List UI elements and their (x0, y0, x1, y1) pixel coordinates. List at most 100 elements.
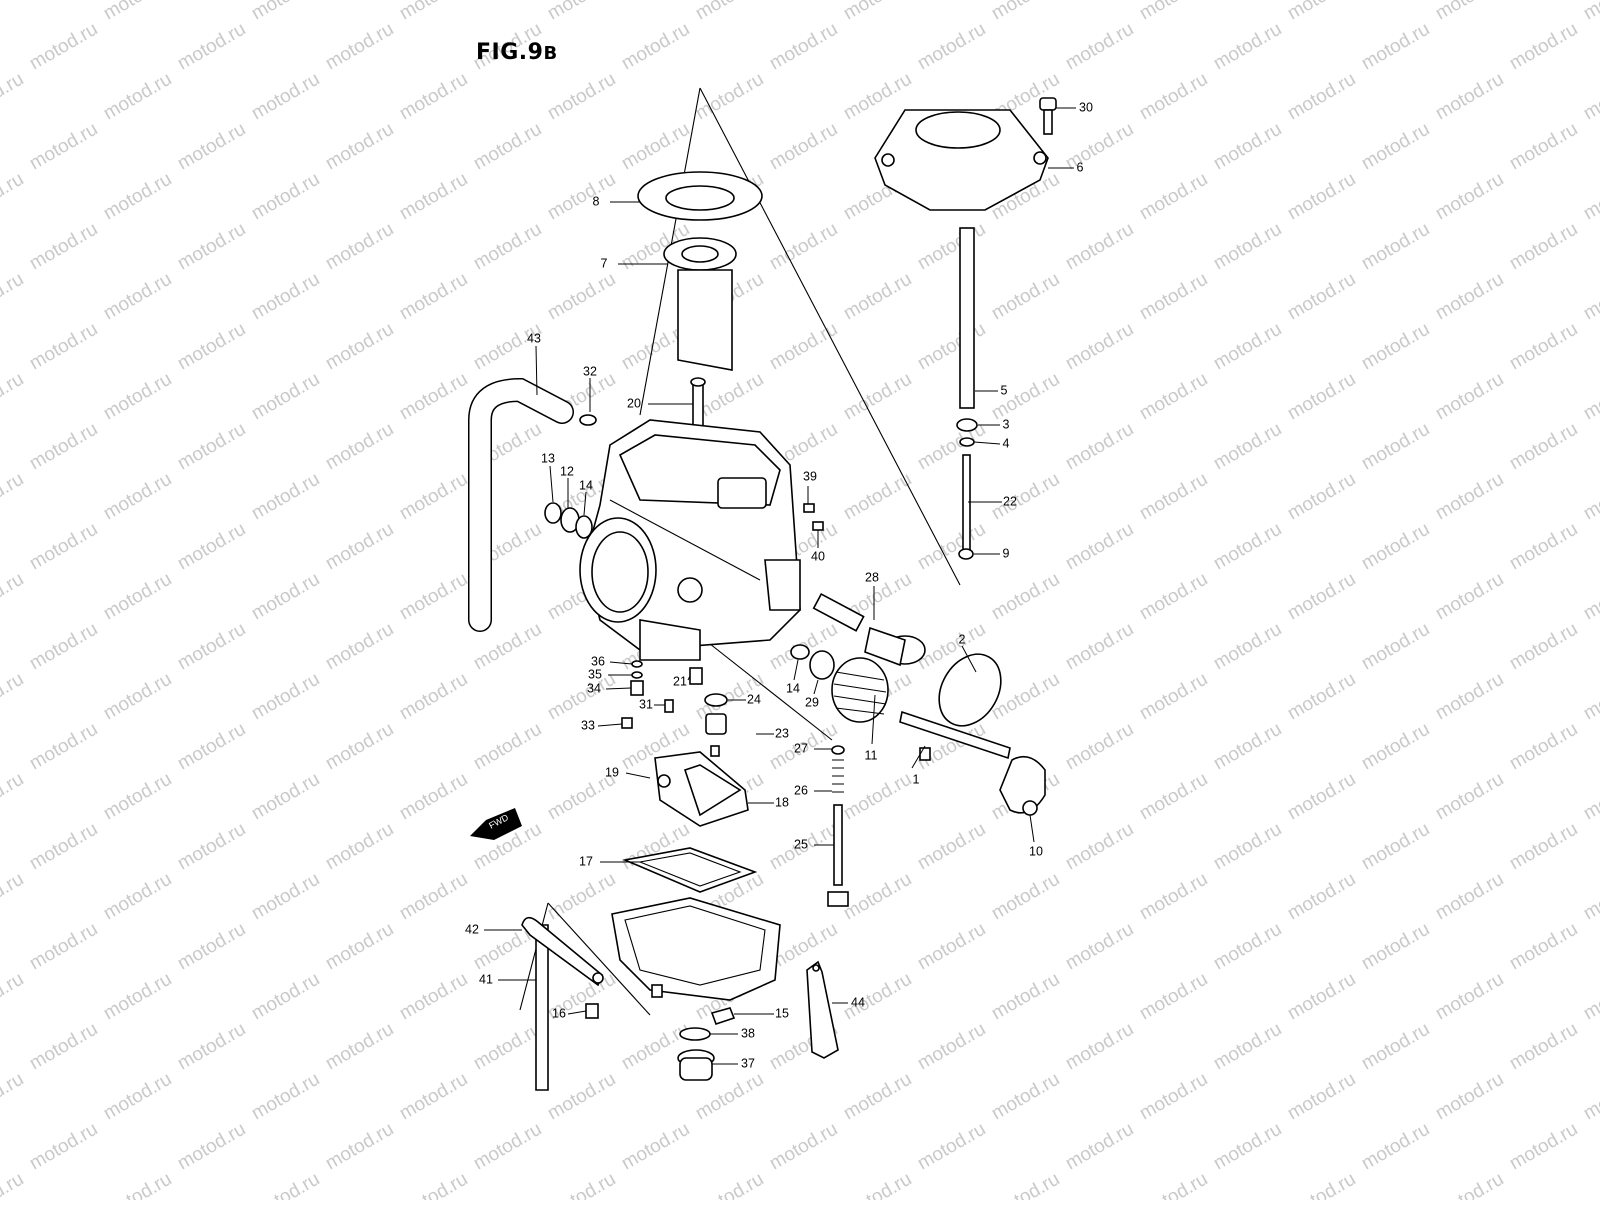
watermark-text: motod.ru (248, 969, 323, 1025)
part-number-label: 35 (588, 667, 602, 681)
part-number-label: 30 (1079, 100, 1093, 114)
watermark-text: motod.ru (1284, 69, 1359, 125)
watermark-text: motod.ru (1506, 1119, 1581, 1175)
jet-parts (704, 693, 728, 757)
watermark-text: motod.ru (248, 869, 323, 925)
diaphragm-part (637, 171, 763, 221)
part-number-label: 3 (1003, 417, 1010, 431)
watermark-text: motod.ru (100, 1069, 175, 1125)
watermark-text: motod.ru (1284, 569, 1359, 625)
leader-line (1029, 814, 1035, 843)
watermark-text: motod.ru (840, 269, 915, 325)
watermark-text: motod.ru (1432, 969, 1507, 1025)
watermark-text: motod.ru (1580, 69, 1600, 125)
watermark-text: motod.ru (174, 919, 249, 975)
watermark-text: motod.ru (322, 219, 397, 275)
leader-line (535, 345, 538, 396)
watermark-text: motod.ru (248, 69, 323, 125)
watermark-text: motod.ru (766, 319, 841, 375)
watermark-text: motod.ru (1358, 1019, 1433, 1075)
watermark-text: motod.ru (1432, 769, 1507, 825)
watermark-text: motod.ru (0, 669, 27, 725)
part-number-label: 18 (775, 795, 789, 809)
part-number-label: 26 (794, 783, 808, 797)
watermark-text: motod.ru (1580, 1169, 1600, 1200)
watermark-text: motod.ru (1580, 269, 1600, 325)
watermark-text: motod.ru (1358, 419, 1433, 475)
watermark-text: motod.ru (1580, 869, 1600, 925)
watermark-text: motod.ru (1580, 969, 1600, 1025)
watermark-text: motod.ru (26, 119, 101, 175)
watermark-text: motod.ru (1136, 369, 1211, 425)
carburetor-body-part (579, 419, 801, 661)
watermark-text: motod.ru (1580, 1069, 1600, 1125)
watermark-text: motod.ru (0, 369, 27, 425)
leader-line (549, 465, 554, 503)
watermark-text: motod.ru (1432, 569, 1507, 625)
part-number-label: 25 (794, 837, 808, 851)
watermark-text: motod.ru (322, 519, 397, 575)
watermark-text: motod.ru (1062, 219, 1137, 275)
watermark-text: motod.ru (1210, 19, 1285, 75)
watermark-text: motod.ru (1062, 1119, 1137, 1175)
watermark-text: motod.ru (1136, 669, 1211, 725)
watermark-text: motod.ru (1358, 1119, 1433, 1175)
watermark-text: motod.ru (1062, 919, 1137, 975)
hose-part (468, 377, 574, 632)
watermark-text: motod.ru (470, 319, 545, 375)
watermark-text: motod.ru (1358, 119, 1433, 175)
part-number-label: 44 (851, 995, 865, 1009)
part-number-label: 37 (741, 1056, 755, 1070)
part-number-label: 27 (794, 741, 808, 755)
watermark-text: motod.ru (914, 819, 989, 875)
watermark-text: motod.ru (0, 69, 27, 125)
part-number-label: 29 (805, 695, 819, 709)
watermark-text: motod.ru (1284, 0, 1359, 24)
leader-line (597, 723, 623, 727)
watermark-text: motod.ru (1136, 169, 1211, 225)
watermark-text: motod.ru (174, 419, 249, 475)
watermark-text: motod.ru (1136, 769, 1211, 825)
part-number-label: 19 (605, 765, 619, 779)
watermark-text: motod.ru (1358, 319, 1433, 375)
watermark-text: motod.ru (1210, 1019, 1285, 1075)
part-number-label: 36 (591, 654, 605, 668)
watermark-text: motod.ru (174, 319, 249, 375)
part-number-label: 38 (741, 1026, 755, 1040)
float-bowl-part (611, 897, 781, 1001)
watermark-text: motod.ru (26, 1119, 101, 1175)
watermark-text: motod.ru (396, 169, 471, 225)
figure-title: FIG.9B (476, 40, 558, 65)
part-number-label: 41 (479, 972, 493, 986)
watermark-text: motod.ru (1284, 369, 1359, 425)
leader-line (583, 491, 587, 516)
watermark-text: motod.ru (26, 819, 101, 875)
gasket-part (622, 847, 758, 893)
watermark-text: motod.ru (1358, 719, 1433, 775)
watermark-text: motod.ru (840, 0, 915, 24)
watermark-text: motod.ru (470, 1119, 545, 1175)
watermark-text: motod.ru (1210, 619, 1285, 675)
needle-part (690, 377, 706, 453)
watermark-text: motod.ru (174, 1019, 249, 1075)
watermark-text: motod.ru (0, 469, 27, 525)
watermark-text: motod.ru (0, 769, 27, 825)
watermark-text: motod.ru (1506, 1019, 1581, 1075)
leader-line (813, 679, 819, 695)
watermark-text: motod.ru (1062, 119, 1137, 175)
watermark-text: motod.ru (1432, 469, 1507, 525)
watermark-text: motod.ru (1284, 269, 1359, 325)
watermark-text: motod.ru (0, 169, 27, 225)
part-number-label: 39 (803, 469, 817, 483)
watermark-text: motod.ru (100, 369, 175, 425)
part-number-label: 34 (587, 681, 601, 695)
watermark-text: motod.ru (100, 869, 175, 925)
watermark-text: motod.ru (396, 669, 471, 725)
part-number-label: 9 (1003, 546, 1010, 560)
watermark-text: motod.ru (914, 219, 989, 275)
part-number-label: 43 (527, 331, 541, 345)
watermark-text: motod.ru (914, 1019, 989, 1075)
watermark-text: motod.ru (1062, 619, 1137, 675)
watermark-text: motod.ru (692, 69, 767, 125)
watermark-text: motod.ru (396, 569, 471, 625)
